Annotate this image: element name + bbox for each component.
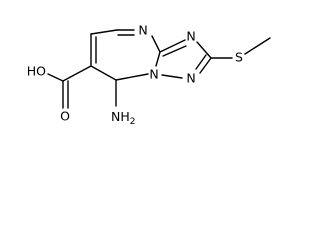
bond-c5-c4: [90, 29, 118, 35]
bond-n-right-c2: [196, 41, 212, 59]
carbonyl-oxygen-label: O: [60, 109, 70, 124]
bond-c8a-n-right: [159, 39, 186, 53]
atom-labels: N N N N S HO O NH2: [27, 23, 243, 127]
bond-c8a-n-right-double: [162, 45, 187, 57]
bond-n-top-c8a: [151, 35, 161, 53]
bond-c7-c6: [90, 65, 117, 81]
bond-n-bottom-c7: [115, 73, 149, 81]
bond-c6-carboxyl-c: [62, 65, 92, 82]
bond-c2-n-bottom-right-double: [195, 54, 207, 70]
hydroxyl-label: HO: [27, 64, 46, 79]
bond-s-methyl: [244, 37, 271, 55]
amino-label: NH2: [111, 109, 135, 127]
bonds: [47, 29, 271, 109]
amino-label-main: NH: [111, 109, 130, 124]
sulfur-label: S: [235, 50, 243, 65]
nitrogen-bottom-label: N: [149, 67, 158, 82]
amino-label-subscript: 2: [130, 117, 136, 127]
bond-c2-n-bottom-right: [199, 57, 212, 74]
nitrogen-top-label: N: [138, 23, 147, 38]
nitrogen-bottom-right-label: N: [186, 71, 195, 86]
bond-carboxyl-c-oh: [47, 73, 64, 82]
bond-c8a-n-bottom: [155, 51, 161, 67]
nitrogen-right-label: N: [186, 29, 195, 44]
bond-n-bottom-right-n-bottom: [161, 74, 183, 79]
chemical-structure: N N N N S HO O NH2: [27, 23, 271, 127]
